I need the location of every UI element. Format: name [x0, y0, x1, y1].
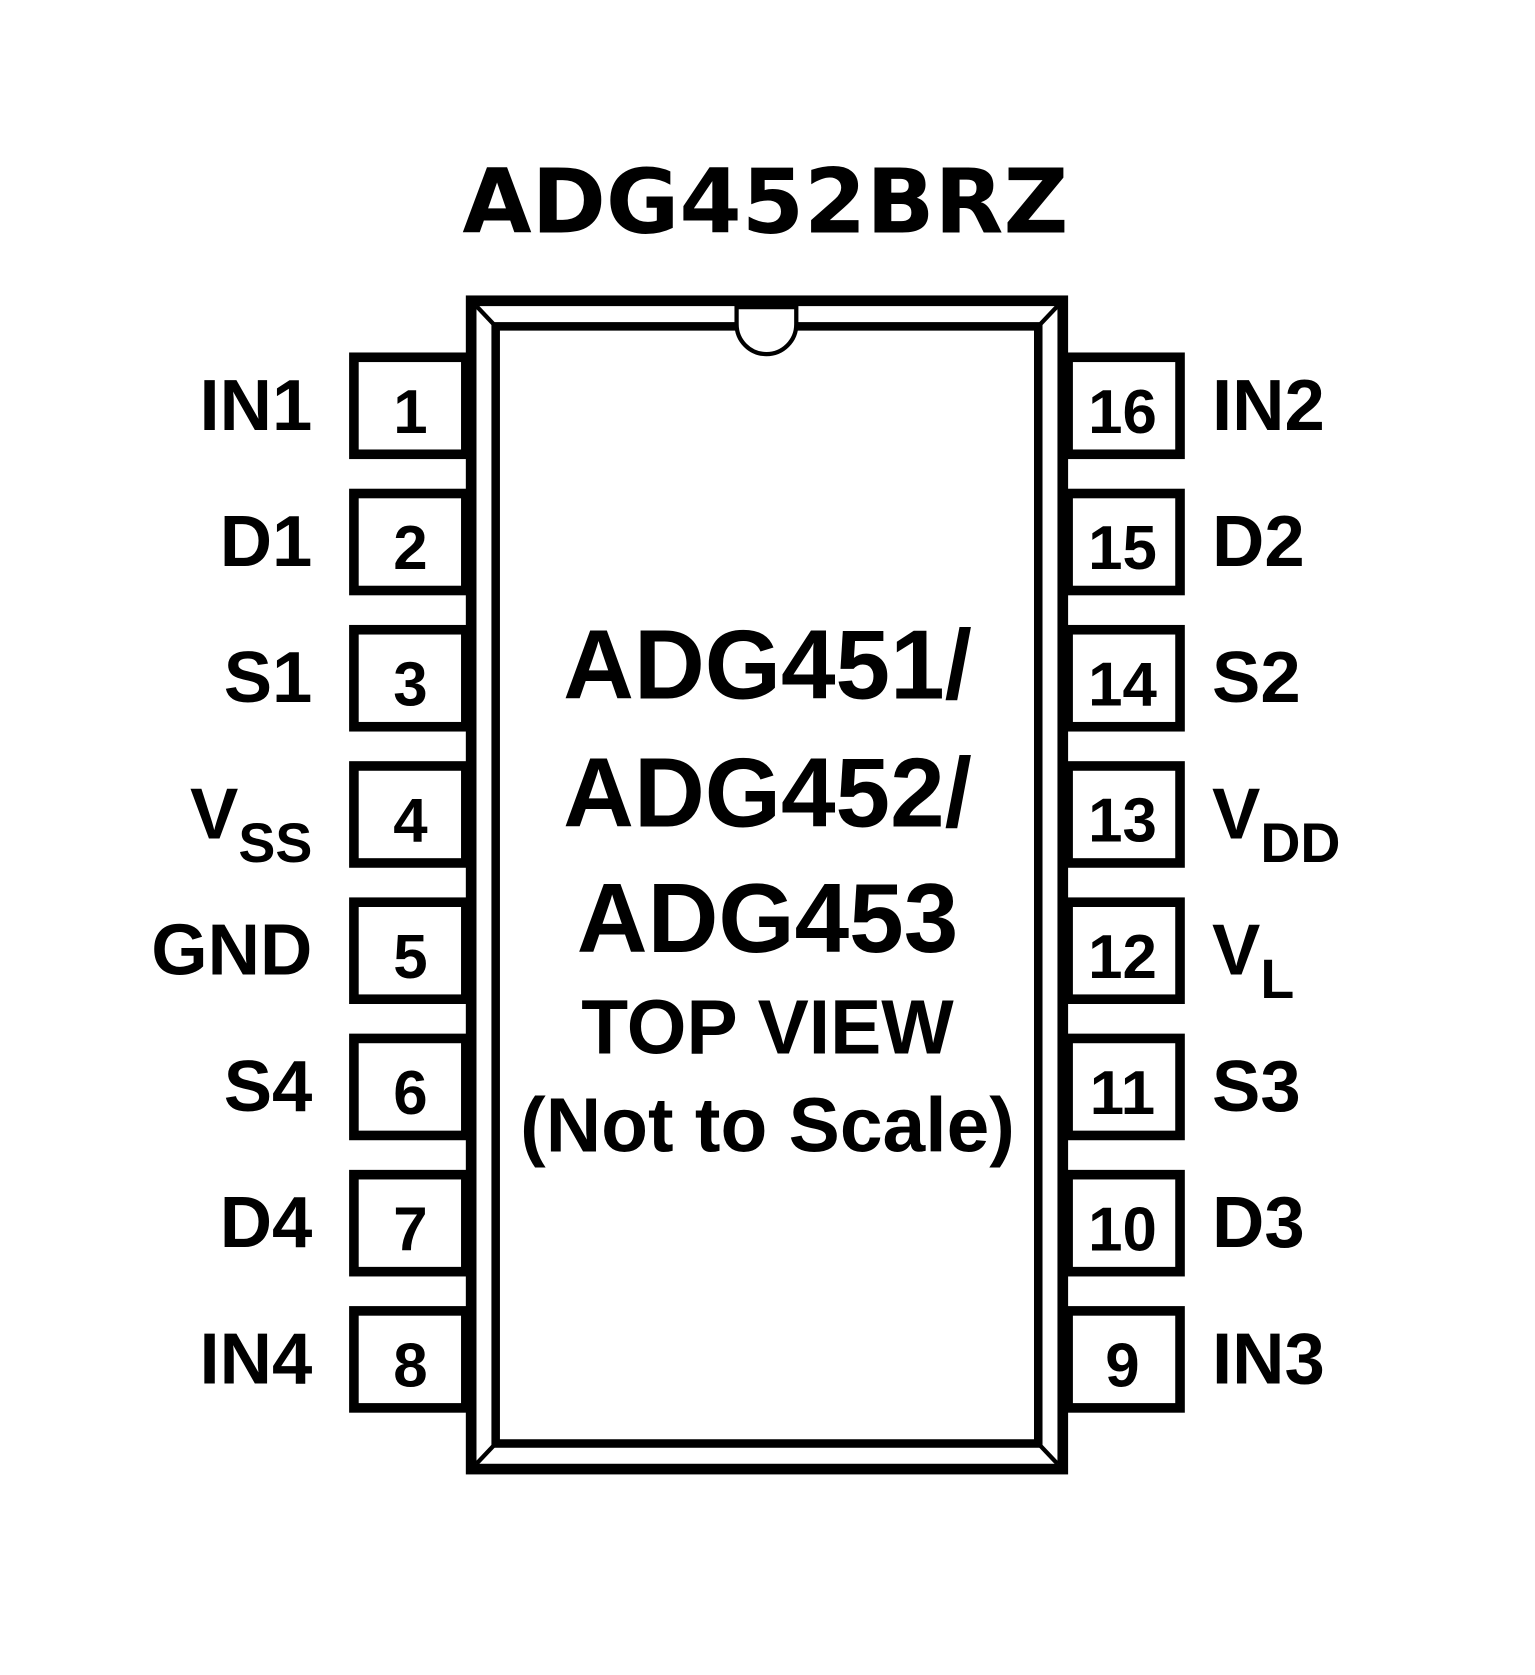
pin-label-main: D2	[1212, 501, 1305, 582]
pin-8: 8 IN4	[200, 1306, 471, 1413]
pin-11: 11 S3	[1063, 1033, 1301, 1141]
pin-label: VDD	[1212, 773, 1340, 873]
pin-label-main: V	[190, 773, 238, 854]
pin-label: D1	[220, 501, 313, 582]
pin-box	[349, 761, 471, 868]
pin-label-main: IN2	[1212, 365, 1325, 446]
pin-box	[1063, 897, 1185, 1005]
pin-label-main: S2	[1212, 637, 1301, 718]
pin-label-main: IN3	[1212, 1318, 1325, 1399]
pin-label: IN2	[1212, 365, 1325, 446]
pin-label-main: S3	[1212, 1046, 1301, 1127]
pin-label-main: IN1	[200, 365, 313, 446]
top-view-label: TOP VIEW	[581, 985, 954, 1070]
pin-label-main: IN4	[200, 1318, 313, 1399]
pin-16: 16 IN2	[1063, 352, 1325, 460]
pin-number: 15	[1088, 514, 1157, 583]
pin-label-main: V	[1212, 773, 1260, 854]
pin-number: 2	[393, 514, 427, 583]
pin-number: 3	[393, 650, 427, 719]
pin-label: D2	[1212, 501, 1305, 582]
pin-10: 10 D3	[1063, 1169, 1305, 1277]
pin-label: IN1	[200, 365, 313, 446]
pin-6: 6 S4	[224, 1033, 471, 1141]
pin-label-main: GND	[151, 910, 312, 991]
pin-box	[1063, 1306, 1185, 1413]
pin-label-main: D3	[1212, 1182, 1305, 1263]
pin-number: 11	[1090, 1059, 1155, 1128]
pin-13: 13 VDD	[1063, 761, 1340, 874]
pin-label-main: V	[1212, 910, 1260, 991]
pin-label-main: S4	[224, 1046, 313, 1127]
pin-label: VSS	[190, 773, 312, 873]
chip-line-3: ADG453	[577, 863, 958, 973]
pin-label: IN4	[200, 1318, 313, 1399]
pin-9: 9 IN3	[1063, 1306, 1325, 1413]
pin-number: 12	[1088, 923, 1157, 992]
pin-label-main: D1	[220, 501, 313, 582]
pin1-notch	[734, 305, 799, 357]
pin-label: IN3	[1212, 1318, 1325, 1399]
pin-3: 3 S1	[224, 624, 471, 732]
scale-note: (Not to Scale)	[520, 1083, 1015, 1168]
pin-label: GND	[151, 910, 312, 991]
pin-number: 8	[393, 1332, 427, 1401]
pin-number: 13	[1088, 787, 1157, 856]
pin-box	[1063, 1033, 1185, 1141]
pin-1: 1 IN1	[200, 352, 471, 460]
chip-line-1: ADG451/	[563, 609, 972, 719]
pin-label-subscript: L	[1260, 948, 1294, 1010]
part-number-title: ADG452BRZ	[462, 151, 1068, 255]
pin-label-main: D4	[220, 1182, 313, 1263]
chip-line-2: ADG452/	[563, 737, 972, 847]
pin-14: 14 S2	[1063, 624, 1301, 732]
pin-4: 4 VSS	[190, 761, 471, 874]
pin-number: 10	[1088, 1195, 1157, 1264]
pin-12: 12 VL	[1063, 897, 1294, 1010]
pin-number: 14	[1088, 650, 1157, 719]
pin-2: 2 D1	[220, 488, 471, 596]
pin-label: VL	[1212, 910, 1294, 1010]
pin-number: 16	[1088, 378, 1157, 447]
pin-number: 7	[393, 1195, 427, 1264]
pin-label: S1	[224, 637, 313, 718]
pin-number: 5	[393, 923, 427, 992]
pin-number: 6	[393, 1059, 427, 1128]
pin-box	[349, 897, 471, 1005]
pin-7: 7 D4	[220, 1169, 471, 1277]
pin-label: S3	[1212, 1046, 1301, 1127]
pin-label-main: S1	[224, 637, 313, 718]
pin-number: 9	[1105, 1332, 1139, 1401]
pin-label: D4	[220, 1182, 313, 1263]
pin-number: 4	[393, 787, 428, 856]
pin-label: S4	[224, 1046, 313, 1127]
pin-label: S2	[1212, 637, 1301, 718]
pin-number: 1	[393, 378, 427, 447]
pin-15: 15 D2	[1063, 488, 1305, 596]
pin-5: 5 GND	[151, 897, 471, 1005]
chip-body	[465, 295, 1069, 1475]
pin-box	[349, 1306, 471, 1413]
pin-label-subscript: SS	[238, 812, 312, 874]
pin-box	[349, 352, 471, 460]
pin-label-subscript: DD	[1260, 812, 1340, 874]
pin-label: D3	[1212, 1182, 1305, 1263]
